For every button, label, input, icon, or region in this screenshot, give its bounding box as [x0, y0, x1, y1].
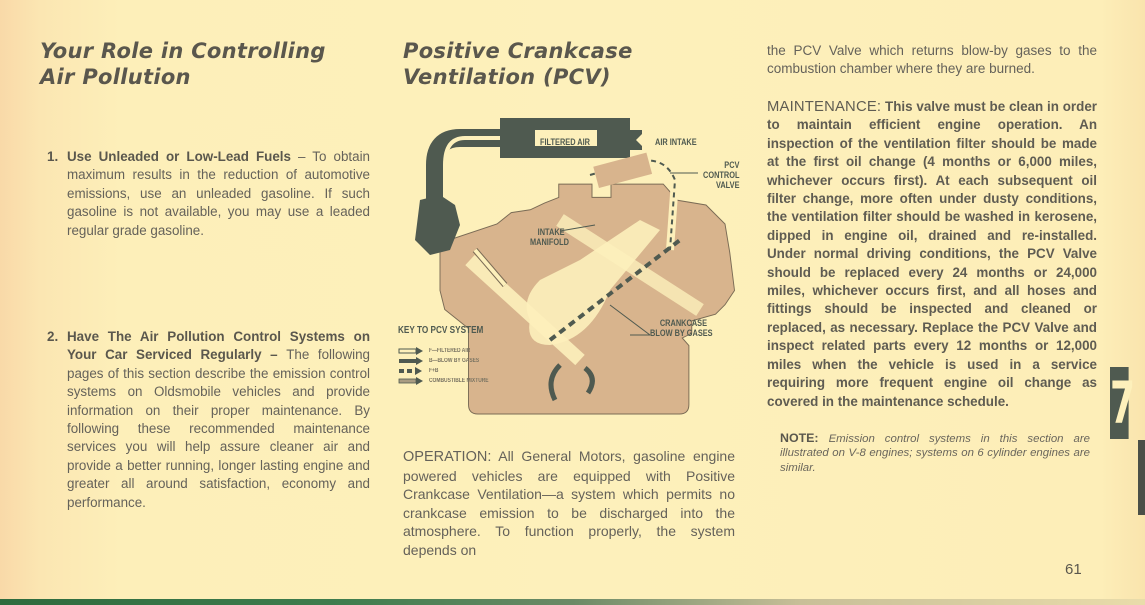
list-item-1: 1. Use Unleaded or Low-Lead Fuels – To o… [47, 148, 370, 240]
title-line-1: Your Role in Controlling [40, 39, 326, 63]
operation-paragraph: OPERATION: All General Motors, gasoline … [403, 447, 735, 560]
pcv-valve-label: PCV CONTROL VALVE [703, 160, 739, 190]
operation-text: All General Motors, gasoline engine powe… [403, 448, 736, 558]
section-tab-marker: 7 [1110, 367, 1136, 439]
section-title: Your Role in Controlling Air Pollution [40, 38, 370, 90]
legend-label: F—FILTERED AIR [429, 348, 471, 354]
item-number: 1. [47, 149, 59, 164]
legend-item: COMBUSTIBLE MIXTURE [398, 376, 502, 386]
right-column: the PCV Valve which returns blow-by gase… [767, 42, 1097, 475]
title-line-2: Air Pollution [40, 65, 191, 89]
page-bottom-edge [0, 599, 1145, 605]
legend-item: F+B [398, 366, 502, 376]
crankcase-label-line: CRANKCASE [659, 318, 708, 328]
intake-label-line: INTAKE [537, 227, 565, 237]
maintenance-text: This valve must be clean in order to mai… [767, 99, 1097, 409]
operation-lead: OPERATION: [403, 449, 492, 465]
legend-item: F—FILTERED AIR [398, 346, 502, 356]
legend-label: F+B [429, 368, 439, 374]
item-text: To obtain maximum results in the reducti… [67, 149, 370, 238]
section-title: Positive Crankcase Ventilation (PCV) [403, 38, 738, 90]
air-intake-label: AIR INTAKE [655, 137, 697, 147]
legend-label: COMBUSTIBLE MIXTURE [429, 378, 489, 384]
crankcase-label: CRANKCASE BLOW BY GASES [650, 318, 713, 338]
striped-arrow-icon [398, 377, 423, 385]
item-lead: Have The Air Pollution Control Systems o… [67, 329, 370, 363]
item-lead: Use Unleaded or Low-Lead Fuels [67, 149, 291, 164]
middle-column: Positive Crankcase Ventilation (PCV) [403, 38, 738, 90]
hollow-arrow-icon [398, 347, 423, 355]
note-label: NOTE: [780, 430, 819, 445]
intake-label-line: MANIFOLD [530, 237, 569, 247]
maintenance-paragraph: MAINTENANCE: This valve must be clean in… [767, 98, 1097, 411]
item-text: The following pages of this section desc… [67, 347, 370, 510]
dash: – [290, 149, 313, 164]
pcv-label-line: VALVE [715, 180, 740, 190]
filtered-air-label: FILTERED AIR [540, 137, 591, 147]
legend-item: B—BLOW BY GASES [398, 356, 502, 366]
pcv-diagram: FILTERED AIR AIR INTAKE PCV CONTROL VALV… [380, 110, 740, 435]
solid-arrow-icon [399, 357, 423, 365]
crankcase-label-line: BLOW BY GASES [650, 328, 713, 338]
legend: KEY TO PCV SYSTEM F—FILTERED AIR B—BLOW … [398, 326, 502, 386]
pcv-label-line: CONTROL [703, 170, 740, 180]
list-item-2: 2. Have The Air Pollution Control System… [47, 328, 370, 512]
intake-manifold-label: INTAKE MANIFOLD [530, 227, 569, 247]
page-number: 61 [1065, 561, 1082, 578]
legend-title: KEY TO PCV SYSTEM [398, 325, 484, 336]
title-line-1: Positive Crankcase [403, 39, 633, 63]
dashed-arrow-icon [399, 367, 422, 375]
section-tab-edge [1138, 440, 1145, 515]
left-column: Your Role in Controlling Air Pollution 1… [40, 38, 370, 512]
legend-label: B—BLOW BY GASES [429, 358, 480, 364]
item-number: 2. [47, 329, 59, 345]
maintenance-lead: MAINTENANCE: [767, 99, 882, 115]
title-line-2: Ventilation (PCV) [403, 65, 611, 89]
continued-text: the PCV Valve which returns blow-by gase… [767, 43, 1097, 76]
engine-diagram-icon [415, 118, 735, 415]
note: NOTE: Emission control systems in this s… [780, 431, 1090, 476]
note-text: Emission control systems in this section… [780, 432, 1090, 474]
pcv-label-line: PCV [724, 160, 740, 170]
dash: – [261, 347, 287, 363]
